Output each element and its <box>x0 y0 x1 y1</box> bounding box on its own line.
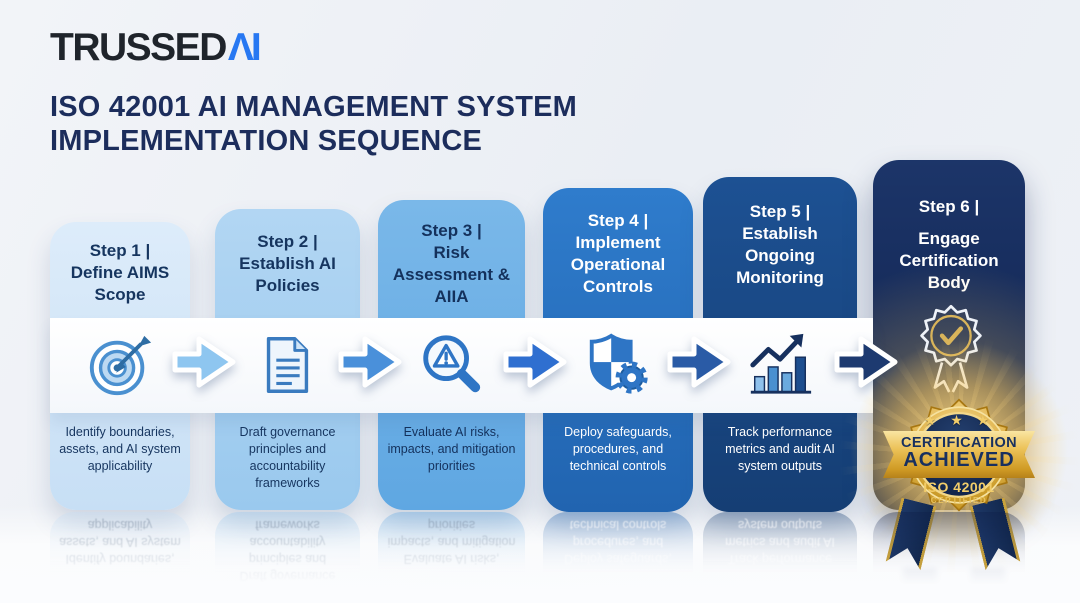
flow-arrow-icon <box>503 336 567 388</box>
step-4-description: Deploy safeguards, procedures, and techn… <box>564 425 672 473</box>
badge-banner: CERTIFICATION ACHIEVED <box>883 431 1035 478</box>
step-5-description: Track performance metrics and audit AI s… <box>725 425 835 473</box>
risk-magnifier-icon <box>423 335 481 393</box>
reflection-ribbon-right <box>971 568 1005 594</box>
step-1-description: Identify boundaries, assets, and AI syst… <box>59 425 181 473</box>
badge-certified: CERTIFIED <box>930 496 988 505</box>
badge-stars: ★ ★ ★ <box>923 412 995 428</box>
badge-standard: ISO 42001 <box>923 479 995 495</box>
page-title-line2: IMPLEMENTATION SEQUENCE <box>50 125 483 157</box>
reflection-card-6 <box>873 512 1025 574</box>
reflection-text-3: Evaluate AI risks, impacts, and mitigati… <box>387 518 516 566</box>
brand-logo: TRUSSEDΛI <box>50 26 262 70</box>
brand-text: TRUSSED <box>50 26 227 69</box>
flow-arrow-icon <box>172 336 236 388</box>
reflection-card-1 <box>50 512 190 574</box>
step-2-description: Draft governance principles and accounta… <box>239 425 336 490</box>
step-4-title: Step 4 | Implement Operational Controls <box>570 211 666 296</box>
step-2-title: Step 2 | Establish AI Policies <box>239 232 336 295</box>
step-5-title: Step 5 | Establish Ongoing Monitoring <box>736 202 824 287</box>
document-icon <box>266 337 309 393</box>
badge-iso: ISO 42001 CERTIFIED <box>909 479 1009 505</box>
reflection-card-3 <box>378 512 525 574</box>
flow-arrow-icon <box>338 336 402 388</box>
reflection-card-2 <box>215 512 360 574</box>
badge-line1: CERTIFICATION <box>900 435 1018 451</box>
step-3-title: Step 3 | Risk Assessment & AIIA <box>392 221 511 306</box>
reflection-card-4 <box>543 512 693 574</box>
flow-arrow-icon <box>667 336 731 388</box>
floor-reflection: Identify boundaries, assets, and AI syst… <box>0 510 1080 603</box>
reflection-text-5: Track performance metrics and audit AI s… <box>725 518 835 566</box>
page-title: ISO 42001 AI MANAGEMENT SYSTEM IMPLEMENT… <box>50 90 577 158</box>
flow-arrow-icon <box>834 336 898 388</box>
step-6-title: Step 6 | Engage Certification Body <box>899 197 999 292</box>
shield-gear-icon <box>589 333 648 394</box>
step-3-description: Evaluate AI risks, impacts, and mitigati… <box>387 425 516 473</box>
badge-line2: ACHIEVED <box>903 449 1015 471</box>
target-icon <box>89 335 152 396</box>
reflection-text-1: Identify boundaries, assets, and AI syst… <box>59 518 181 566</box>
brand-ai-glyph: ΛI <box>227 26 262 69</box>
reflection-card-5 <box>703 512 857 574</box>
reflection-text-4: Deploy safeguards, procedures, and techn… <box>564 518 672 566</box>
reflection-ribbon-left <box>903 568 937 594</box>
chart-growth-icon <box>750 333 812 394</box>
page-title-line1: ISO 42001 AI MANAGEMENT SYSTEM <box>50 91 578 123</box>
step-1-title: Step 1 | Define AIMS Scope <box>70 241 170 304</box>
reflection-text-2: Draft governance principles and accounta… <box>239 518 336 583</box>
